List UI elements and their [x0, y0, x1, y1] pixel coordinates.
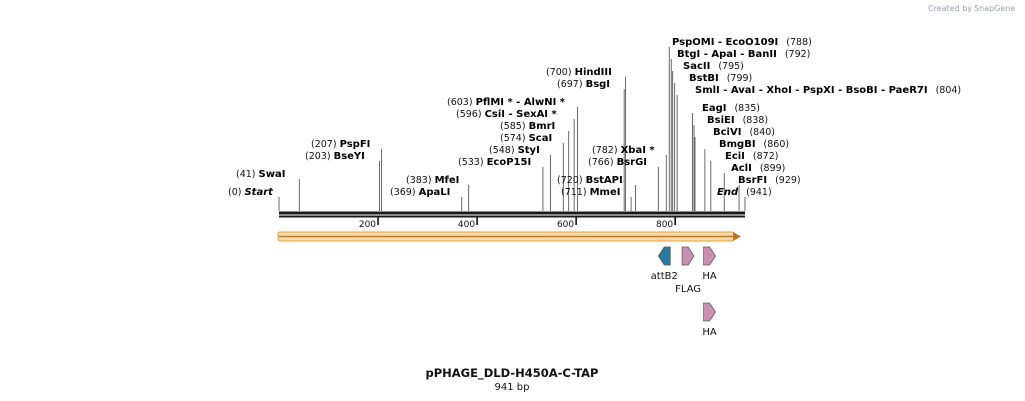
site-label[interactable]: (41) SwaI: [236, 169, 285, 180]
site-label[interactable]: SmlI - AvaI - XhoI - PspXI - BsoBI - Pae…: [695, 85, 961, 96]
ha-label: HA: [702, 271, 717, 282]
ha-feature[interactable]: [703, 246, 717, 266]
site-label[interactable]: (383) MfeI: [406, 175, 459, 186]
site-label[interactable]: BsiEI(838): [707, 115, 768, 126]
site-label[interactable]: PspOMI - EcoO109I(788): [672, 37, 812, 48]
ha2-feature[interactable]: [703, 302, 717, 322]
site-label[interactable]: BsrFI(929): [738, 175, 801, 186]
site-label[interactable]: (700) HindIII: [546, 67, 612, 78]
attb2-feature[interactable]: [657, 246, 671, 266]
site-label[interactable]: End(941): [717, 187, 772, 198]
site-label[interactable]: (548) StyI: [489, 145, 540, 156]
site-label[interactable]: BtgI - ApaI - BanII(792): [677, 49, 810, 60]
created-by-text: Created by: [928, 4, 972, 13]
site-label[interactable]: AclI(899): [731, 163, 785, 174]
snapgene-logo: SnapGene: [974, 4, 1015, 13]
site-label[interactable]: (720) BstAPI: [557, 175, 623, 186]
backbone-top: [279, 211, 745, 215]
axis-tick-label: 600: [557, 220, 574, 230]
site-label[interactable]: BstBI(799): [689, 73, 752, 84]
site-label[interactable]: EagI(835): [702, 103, 760, 114]
ha2-label: HA: [702, 327, 717, 338]
site-label[interactable]: (207) PspFI: [311, 139, 370, 150]
site-label[interactable]: (766) BsrGI: [588, 157, 647, 168]
site-label[interactable]: BmgBI(860): [719, 139, 789, 150]
axis-tick-label: 400: [458, 220, 475, 230]
site-label[interactable]: (533) EcoP15I: [458, 157, 531, 168]
plasmid-title: pPHAGE_DLD-H450A-C-TAP: [425, 366, 598, 381]
site-label[interactable]: (697) BsgI: [557, 79, 610, 90]
site-label[interactable]: BciVI(840): [713, 127, 775, 138]
site-label[interactable]: EciI(872): [725, 151, 778, 162]
site-label[interactable]: (203) BseYI: [305, 151, 365, 162]
restriction-sites: (0) Start End(941) (41) SwaI (203) BseYI(20…: [228, 37, 961, 211]
orf-arrow-head: [733, 232, 741, 241]
attb2-label: attB2: [651, 271, 678, 282]
flag-feature[interactable]: [681, 246, 695, 266]
axis-tick-label: 200: [359, 220, 376, 230]
site-label[interactable]: (711) MmeI: [561, 187, 620, 198]
site-label[interactable]: (596) CsiI - SexAI *: [456, 109, 558, 120]
site-label[interactable]: (369) ApaLI: [390, 187, 450, 198]
site-label[interactable]: SacII(795): [683, 61, 744, 72]
position-axis: 200 400 600 800: [359, 217, 676, 230]
site-label[interactable]: (585) BmrI: [500, 121, 555, 132]
backbone-bottom: [279, 215, 745, 218]
plasmid-length: 941 bp: [495, 382, 530, 393]
site-label[interactable]: (782) XbaI *: [592, 145, 655, 156]
axis-tick-label: 800: [656, 220, 673, 230]
flag-label: FLAG: [675, 284, 701, 295]
site-label[interactable]: (574) ScaI: [500, 133, 552, 144]
site-label[interactable]: (0) Start: [228, 187, 274, 198]
site-label[interactable]: (603) PflMI * - AlwNI *: [447, 97, 566, 108]
sequence-backbone: [279, 211, 745, 218]
